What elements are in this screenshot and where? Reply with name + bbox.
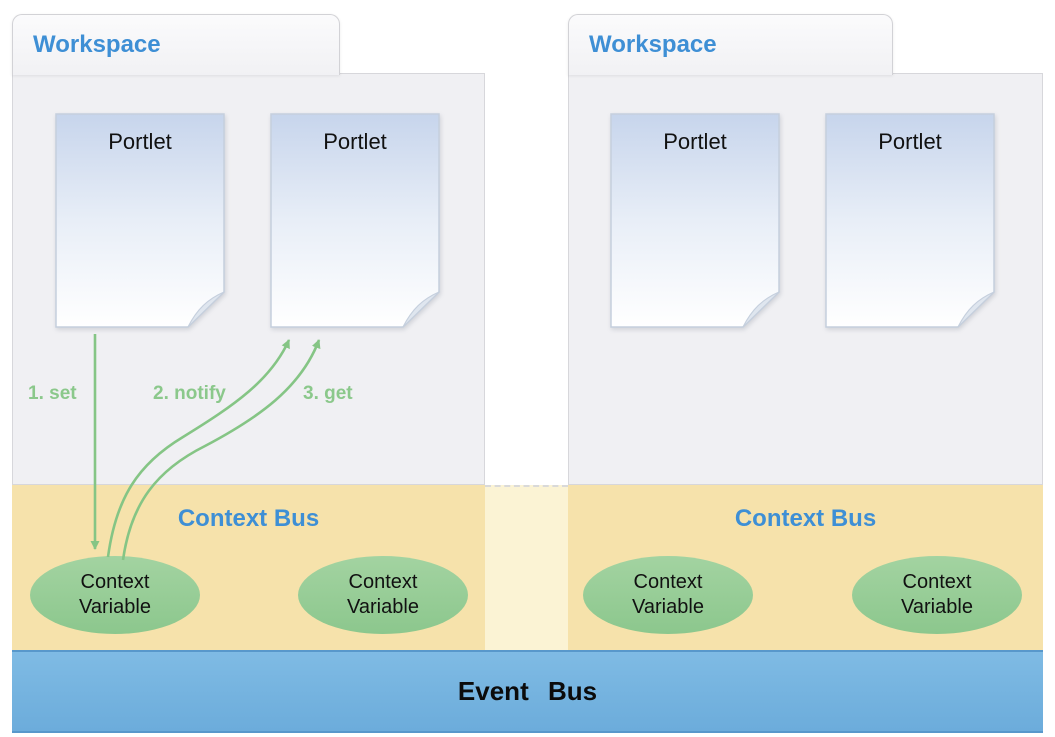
portlet-title: Portlet [108,129,172,154]
context-variable-label: Context Variable [901,571,973,618]
context-bus-title: Context Bus [734,505,877,532]
workspace-title: Workspace [33,31,161,58]
context-variable: Context Variable [852,556,1022,634]
context-variable-label: Context Variable [632,571,704,618]
notify-arrow-label: 2. notify [153,383,226,404]
workspace-tab: Workspace [12,14,340,75]
set-arrow-label: 1. set [28,383,77,404]
get-arrow-label: 3. get [303,383,353,404]
context-bus-link [485,485,568,650]
workspace-tab: Workspace [568,14,893,75]
context-variable: Context Variable [30,556,200,634]
event-bus-title: Event Bus [457,676,598,706]
portlet: Portlet [55,113,225,328]
event-bus: Event Bus [12,650,1043,733]
portlet-title: Portlet [323,129,387,154]
portlet: Portlet [825,113,995,328]
document-page-icon [270,113,440,328]
portlet-title: Portlet [663,129,727,154]
portlet: Portlet [270,113,440,328]
document-page-icon [55,113,225,328]
context-variable-label: Context Variable [347,571,419,618]
document-page-icon [825,113,995,328]
workspace-title: Workspace [589,31,717,58]
context-variable-label: Context Variable [79,571,151,618]
context-bus-title: Context Bus [177,505,320,532]
portlet-title: Portlet [878,129,942,154]
context-variable: Context Variable [583,556,753,634]
context-variable: Context Variable [298,556,468,634]
portlet: Portlet [610,113,780,328]
document-page-icon [610,113,780,328]
